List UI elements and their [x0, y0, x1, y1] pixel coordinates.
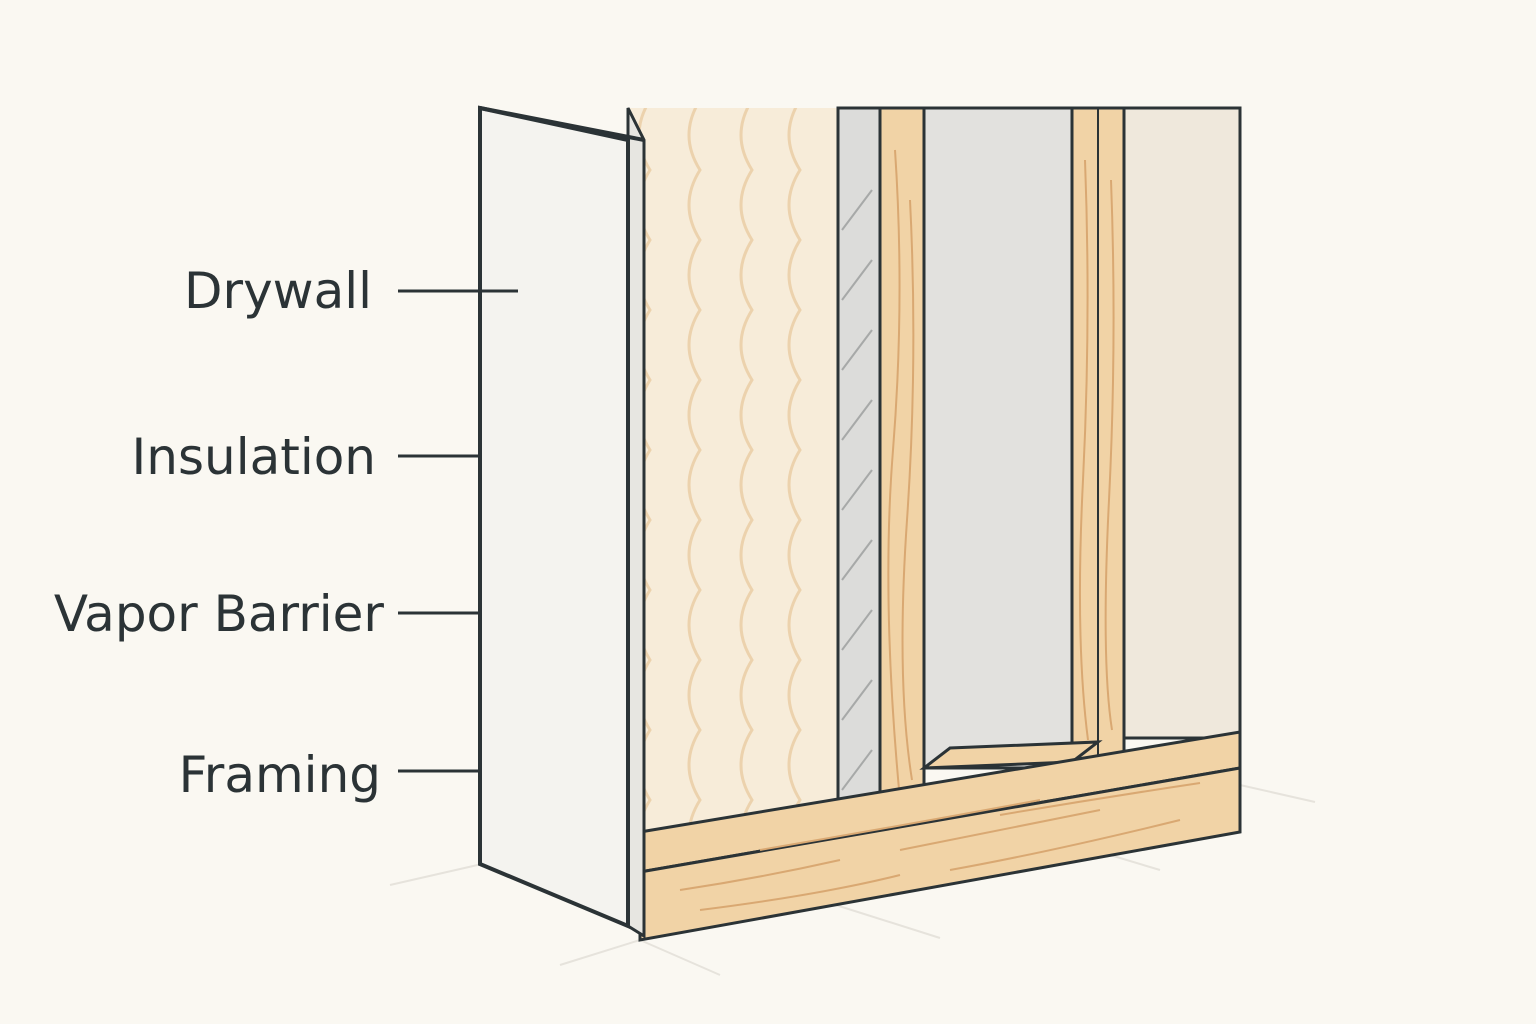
label-vapor-barrier: Vapor Barrier — [53, 585, 384, 643]
exterior-sheathing — [1122, 106, 1242, 740]
leader-lines — [398, 289, 518, 773]
insulation-panel — [628, 108, 838, 842]
drywall-edge — [626, 107, 646, 939]
label-insulation: Insulation — [131, 428, 376, 486]
drywall-front-face — [478, 105, 630, 930]
wood-stud-left — [878, 106, 926, 838]
label-framing: Framing — [178, 746, 381, 804]
insulation-fiber — [687, 108, 702, 842]
vapor-barrier-hatching — [841, 189, 873, 791]
plate-wood-grain — [679, 782, 1201, 911]
insulation-fiber — [787, 108, 802, 842]
vapor-barrier — [836, 106, 882, 835]
label-drywall: Drywall — [184, 262, 372, 320]
stud-cavity — [922, 106, 1074, 770]
insulation-fiber — [739, 108, 754, 842]
